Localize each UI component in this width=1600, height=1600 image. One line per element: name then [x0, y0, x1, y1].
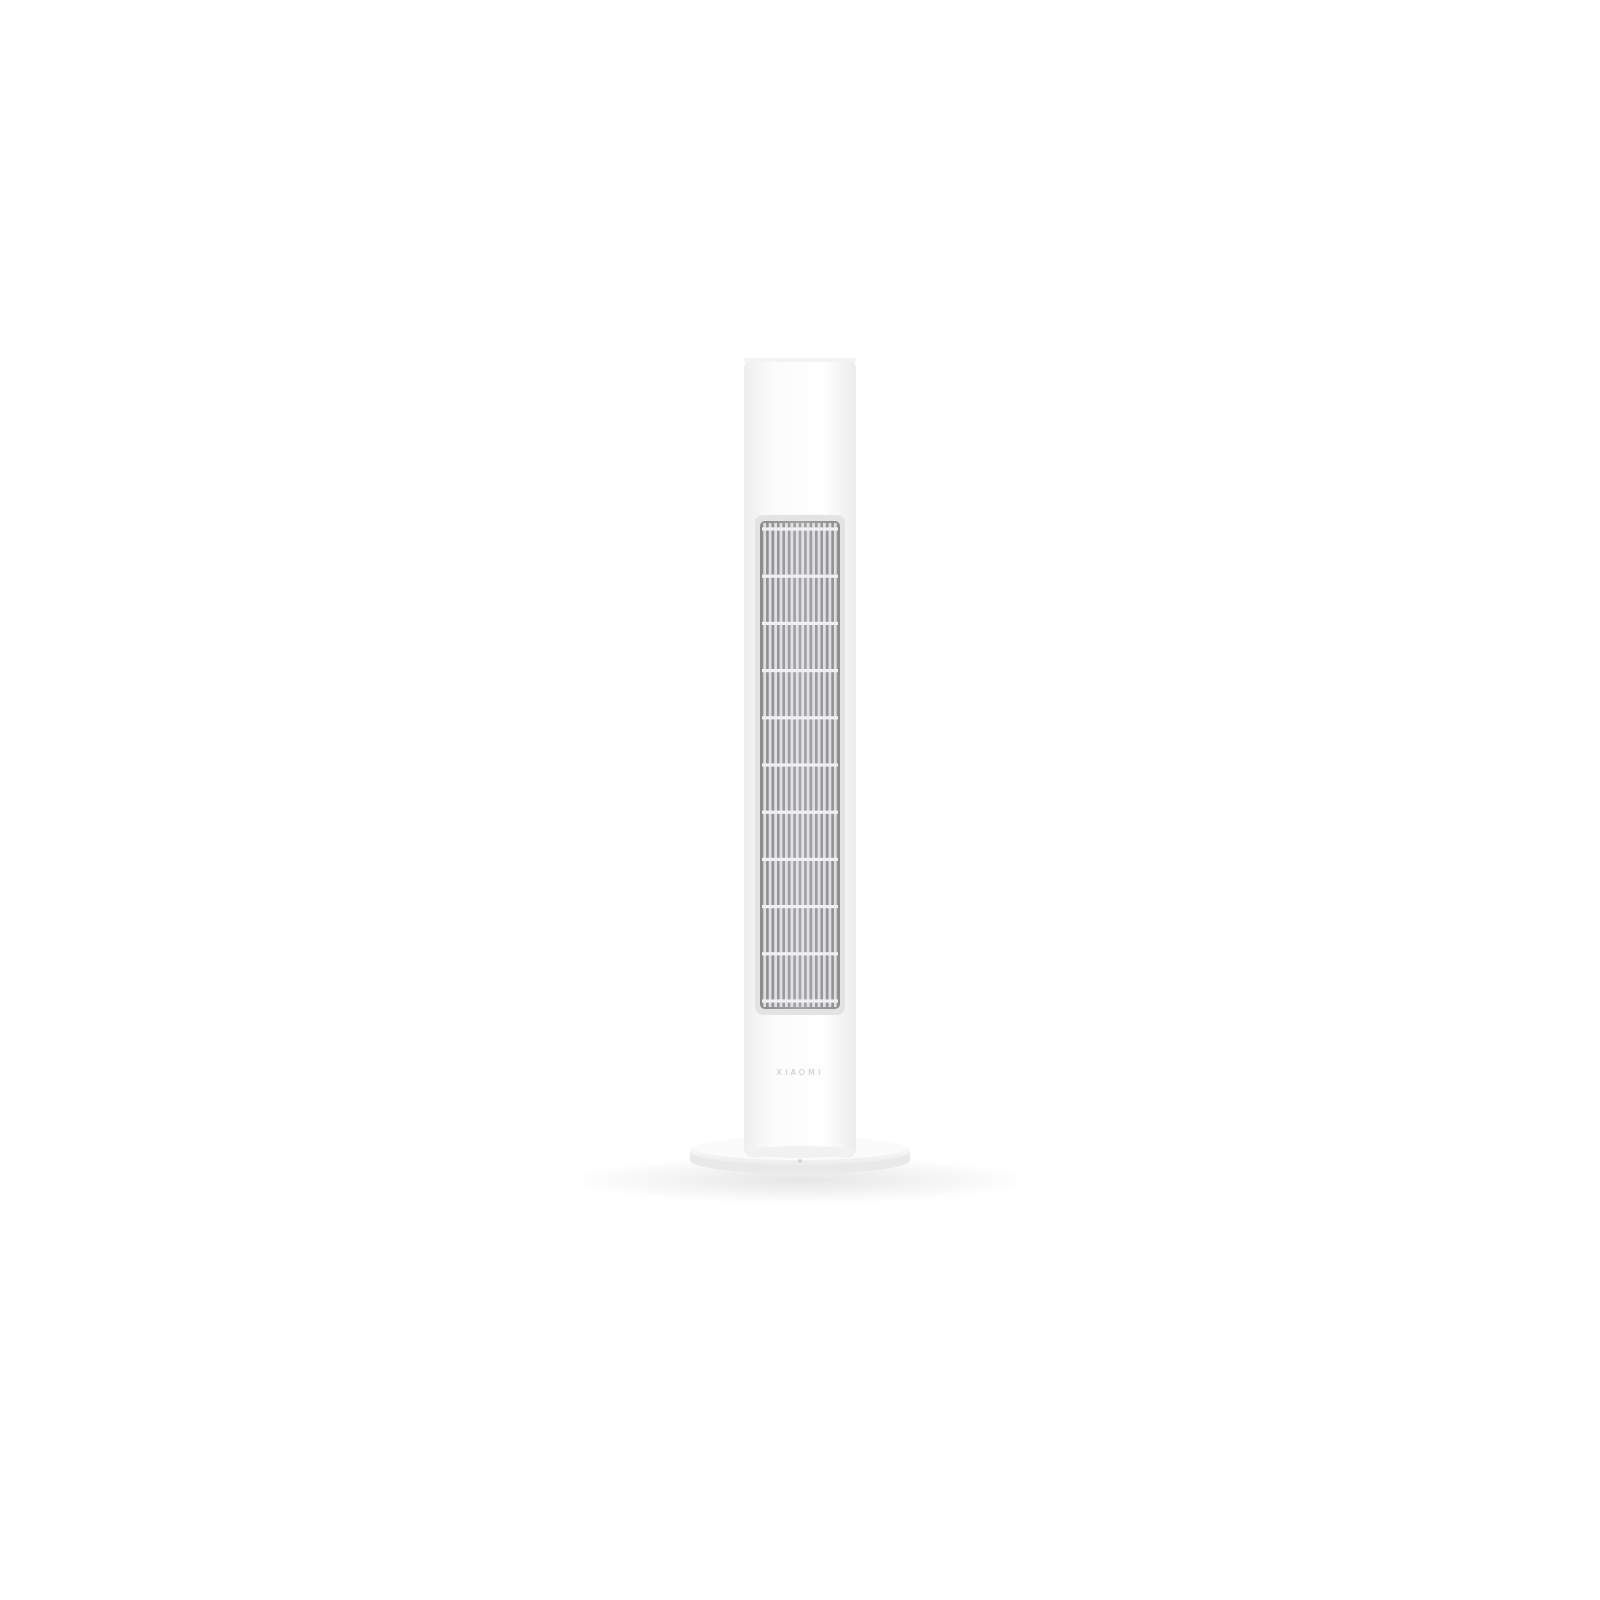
grille-rib: [762, 669, 838, 673]
floor-shadow: [570, 1156, 1030, 1204]
fan-grille: [755, 515, 845, 1015]
grille-rib: [762, 527, 838, 531]
grille-rib: [762, 857, 838, 861]
grille-rib: [762, 763, 838, 767]
grille-rib: [762, 716, 838, 720]
grille-rib: [762, 999, 838, 1003]
grille-rib: [762, 905, 838, 909]
grille-rib: [762, 952, 838, 956]
grille-rib: [762, 621, 838, 625]
brand-logo: XIAOMI: [777, 1068, 824, 1077]
grille-rib: [762, 810, 838, 814]
grille-rib: [762, 574, 838, 578]
base-indicator-dot: [798, 1159, 802, 1163]
grille-horizontal-ribs: [762, 527, 838, 1003]
